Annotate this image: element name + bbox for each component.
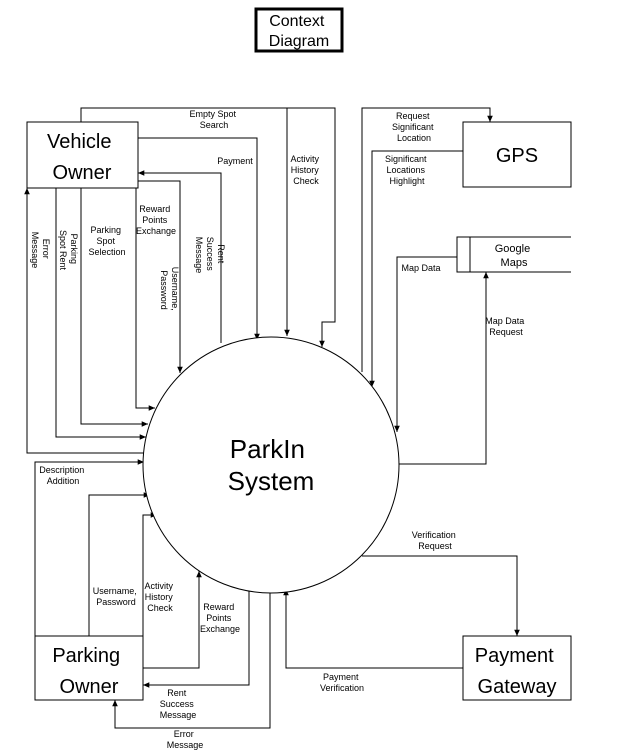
diagram-title: Context Diagram [254,7,344,53]
svg-text:Google Maps: Google Maps [495,243,534,269]
label-rent-success-message-vo: Rent Success Message [194,237,226,274]
entity-vehicle-owner: Vehicle Owner [26,121,139,189]
label-payment: Payment [217,156,253,166]
flow-reward-points-exchange-po [143,571,202,669]
svg-text:Vehicle Owner: Vehicle Owner [47,131,117,184]
svg-text:Parking Owner: Parking Owner [52,645,125,698]
flow-verification-request [362,555,520,636]
flow-map-data-request [398,272,489,465]
label-parking-spot-rent: Parking Spot Rent [58,230,79,271]
data-flow-connectors [24,107,520,729]
flow-parking-spot-selection [80,188,148,427]
flow-map-data [394,256,457,432]
label-request-significant-location: Request Significant Location [392,111,436,143]
label-reward-points-exchange-po: Reward Points Exchange [200,602,240,634]
flow-username-password-po [88,492,150,636]
flow-payment-verification [283,589,463,669]
flow-activity-history-check-po [142,512,157,636]
flow-payment [138,137,260,340]
entity-payment-gateway: Payment Gateway [462,635,572,701]
label-rent-success-message-po: Rent Success Message [160,688,197,720]
label-username-password-po: Username, Password [93,586,140,607]
label-error-message-po: Error Message [167,729,204,750]
label-username-password-vo: Username, Password [159,267,180,314]
svg-text:GPS: GPS [496,145,538,167]
entity-google-maps: Google Maps [456,236,571,273]
label-activity-history-check-vo: Activity History Check [290,154,321,186]
flow-labels: Empty Spot Search Payment Activity Histo… [30,109,527,750]
flow-significant-locations-highlight [369,150,463,387]
flow-description-addition [34,459,144,636]
entity-parking-owner: Parking Owner [34,635,144,701]
parkin-system-process: ParkIn System [142,336,400,594]
flow-rent-success-message-vo [138,170,222,343]
flow-rent-success-message-po [143,590,250,688]
flow-username-password-vo [135,188,155,411]
label-reward-points-exchange-vo: Reward Points Exchange [136,204,176,236]
label-map-data-request: Map Data Request [485,316,527,337]
label-significant-locations-highlight: Significant Locations Highlight [385,154,429,186]
label-error-message-vo: Error Message [30,232,51,269]
svg-text:Payment Gateway: Payment Gateway [475,645,560,698]
svg-text:ParkIn System: ParkIn System [228,434,315,496]
flow-error-message-po [112,593,271,729]
label-verification-request: Verification Request [412,530,459,551]
label-map-data: Map Data [401,263,440,273]
label-activity-history-check-po: Activity History Check [144,581,175,613]
flow-reward-points-exchange-vo [138,180,183,373]
label-parking-spot-selection: Parking Spot Selection [88,225,125,257]
label-empty-spot-search: Empty Spot Search [189,109,238,130]
entity-gps: GPS [462,121,572,188]
flow-error-message-vo [24,188,145,454]
label-description-addition: Description Addition [39,465,87,486]
flow-parking-spot-rent [55,188,146,440]
svg-text:Context Diagram: Context Diagram [269,13,329,50]
label-payment-verification: Payment Verification [320,672,364,693]
flow-request-significant-location [361,107,493,372]
flow-activity-history-check-vo [81,107,336,347]
